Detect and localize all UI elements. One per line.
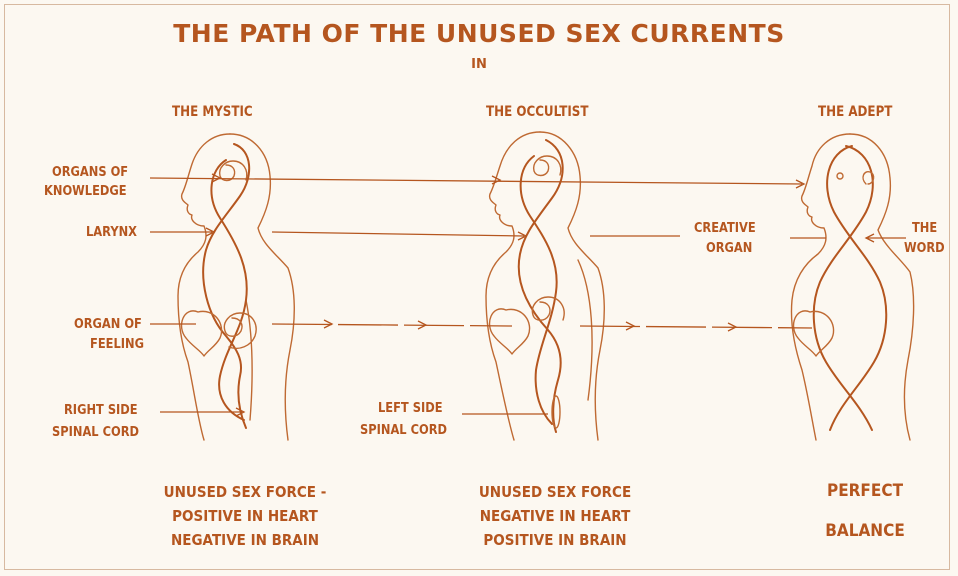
mystic-figure [178, 134, 294, 440]
occultist-caption-line1: UNUSED SEX FORCE [461, 484, 650, 501]
creative-organ-label-line1: CREATIVE [694, 222, 756, 237]
right-side-spinal-cord-label-line2: SPINAL CORD [52, 426, 139, 441]
right-side-spinal-cord-label-line1: RIGHT SIDE [64, 404, 138, 419]
organ-of-feeling-label-line1: ORGAN OF [74, 318, 142, 333]
organ-of-feeling-label-line2: FEELING [90, 338, 144, 353]
occultist-figure [486, 132, 604, 440]
diagram-title: THE PATH OF THE UNUSED SEX CURRENTS [0, 20, 958, 49]
mystic-caption-line3: NEGATIVE IN BRAIN [151, 532, 340, 549]
mystic-heading: THE MYSTIC [172, 104, 253, 120]
the-word-label-line2: WORD [904, 242, 945, 257]
mystic-caption-line2: POSITIVE IN HEART [151, 508, 340, 525]
adept-figure [791, 134, 913, 440]
larynx-label: LARYNX [86, 226, 137, 241]
occultist-caption-line3: POSITIVE IN BRAIN [461, 532, 650, 549]
occultist-caption-line2: NEGATIVE IN HEART [461, 508, 650, 525]
mystic-caption-line1: UNUSED SEX FORCE - [151, 484, 340, 501]
organs-of-knowledge-label-line1: ORGANS OF [52, 166, 128, 181]
adept-caption-line2: BALANCE [798, 522, 933, 542]
spinal-lines [160, 408, 548, 416]
creative-organ-label-line2: ORGAN [706, 242, 752, 257]
adept-caption-line1: PERFECT [798, 482, 933, 502]
occultist-heading: THE OCCULTIST [486, 104, 588, 120]
the-word-label-line1: THE [912, 222, 937, 237]
organs-of-knowledge-label-line2: KNOWLEDGE [44, 185, 127, 200]
left-side-spinal-cord-label-line2: SPINAL CORD [360, 424, 447, 439]
diagram-subtitle: IN [0, 58, 958, 73]
adept-heading: THE ADEPT [818, 104, 892, 120]
left-side-spinal-cord-label-line1: LEFT SIDE [378, 402, 443, 417]
